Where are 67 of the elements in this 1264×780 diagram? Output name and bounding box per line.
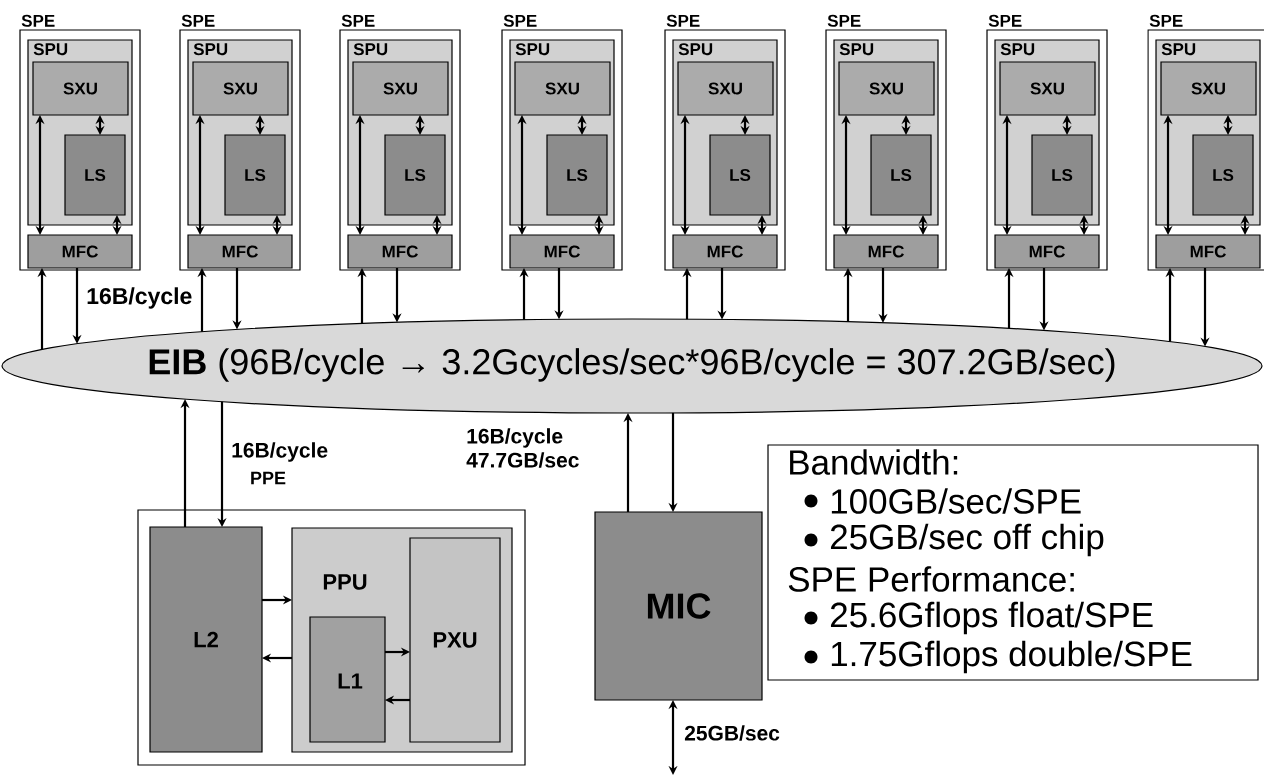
arrow [1002,115,1012,235]
ls-box: LS [224,134,286,216]
mfc-box: MFC [509,234,615,269]
node-label: PPE [251,471,286,485]
arrow [1223,115,1233,135]
ls-box: LS [546,134,608,216]
rate-label: 25GB/sec [684,725,780,741]
arrow [415,115,425,135]
arrow [1062,115,1072,135]
sxu-box: SXU [192,61,289,116]
arrow [841,115,851,235]
arrow [1079,215,1089,235]
node-label: SPE [181,14,215,27]
arrow [255,115,265,135]
mfc-box: MFC [347,234,453,269]
arrow [1240,215,1250,235]
ls-box: LS [709,134,771,216]
sxu-box: SXU [32,61,129,116]
arrow [195,115,205,235]
mfc-box: MFC [187,234,293,269]
sxu-box: SXU [1160,61,1257,116]
ls-box: LS [870,134,932,216]
arrow [95,115,105,135]
arrow [680,115,690,235]
node-label: SPE [1149,14,1183,27]
node-label: SPE [988,14,1022,27]
sxu-box: SXU [677,61,774,116]
rate-label: 16B/cycle [87,287,192,309]
arrow [432,215,442,235]
mfc-box: MFC [833,234,939,269]
ls-box: LS [64,134,126,216]
node-label: SPE [827,14,861,27]
node-label: SPE [503,14,537,27]
mfc-box: MFC [1155,234,1261,269]
node-label: SPE [21,14,55,27]
arrow [517,115,527,235]
arrow [35,115,45,235]
arrow [740,115,750,135]
ls-box: LS [1192,134,1254,216]
pxu-box: PXU [409,537,501,743]
mfc-box: MFC [672,234,778,269]
arrow [272,215,282,235]
arrow [1163,115,1173,235]
arrow [918,215,928,235]
mic-box: MIC [594,511,763,701]
node-label: SPE [666,14,700,27]
l1-box: L1 [309,616,386,743]
rate-label: 16B/cycle 47.7GB/sec [466,428,579,468]
sxu-box: SXU [514,61,611,116]
ls-box: LS [384,134,446,216]
arrow [901,115,911,135]
sxu-box: SXU [838,61,935,116]
arrow [355,115,365,235]
info-box: Bandwidth: 100GB/sec/SPE 25GB/sec off chip SPE Performance: 25.6Gflops float/SPE 1.75Gflops double/SPE [767,444,1259,681]
mfc-box: MFC [27,234,133,269]
rate-label: 16B/cycle [232,442,328,462]
sxu-box: SXU [999,61,1096,116]
l2-box: L2 [149,526,263,753]
arrow [594,215,604,235]
arrow [757,215,767,235]
node-label: SPE [341,14,375,27]
arrow [112,215,122,235]
ls-box: LS [1031,134,1093,216]
sxu-box: SXU [352,61,449,116]
arrow [668,700,678,775]
arrow [577,115,587,135]
mfc-box: MFC [994,234,1100,269]
